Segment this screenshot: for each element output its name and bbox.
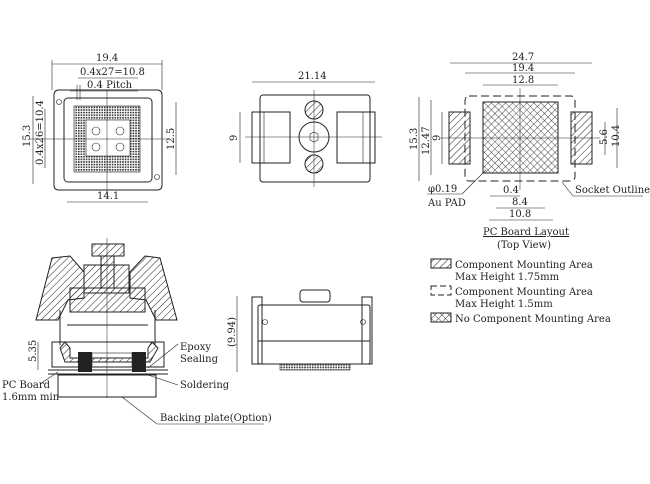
- dim-pcb-grid-height: 10.4: [611, 125, 622, 147]
- pc-board-thickness: 1.6mm min: [2, 392, 60, 403]
- dim-pcb-grid-width: 12.8: [512, 75, 534, 86]
- legend-1-line2: Max Height 1.75mm: [455, 272, 560, 283]
- pcb-layout-subtitle: (Top View): [497, 240, 551, 251]
- dim-pitch: 0.4 Pitch: [87, 80, 133, 91]
- dim-side-width: 21.14: [298, 71, 327, 82]
- dim-section-height: 5.35: [28, 340, 39, 362]
- dim-top-width: 19.4: [96, 53, 118, 64]
- soldering-label: Soldering: [180, 380, 230, 391]
- front-view: (9.94): [227, 289, 373, 372]
- dim-pcb-socket-width: 19.4: [512, 63, 534, 74]
- dim-pcb-outer-width: 24.7: [512, 52, 534, 63]
- pad-type: Au PAD: [427, 198, 466, 209]
- legend: Component Mounting Area Max Height 1.75m…: [430, 258, 611, 325]
- epoxy-label-2: Sealing: [180, 354, 219, 365]
- dim-pcb-pad-height: 9: [432, 135, 443, 141]
- pc-board-label: PC Board: [2, 380, 51, 391]
- dim-pcb-inner-height: 5.6: [599, 129, 610, 145]
- dim-inner-height: 12.5: [166, 128, 177, 150]
- backing-plate-label: Backing plate(Option): [160, 413, 272, 424]
- legend-2-line1: Component Mounting Area: [455, 287, 593, 298]
- dim-side-height: 9: [229, 135, 240, 141]
- dim-inner-width: 14.1: [97, 191, 119, 202]
- dim-top-height: 15.3: [22, 125, 33, 147]
- dim-pcb-bottom-width: 10.8: [509, 209, 531, 220]
- dim-pins-x: 0.4x27=10.8: [80, 67, 145, 78]
- epoxy-label-1: Epoxy: [180, 342, 211, 353]
- socket-outline-label: Socket Outline: [575, 185, 650, 196]
- pcb-layout-title: PC Board Layout: [483, 227, 569, 238]
- section-view: 5.35 Epoxy Sealing Soldering PC Board 1.…: [2, 238, 272, 425]
- dim-pcb-inner-width: 8.4: [512, 197, 528, 208]
- legend-hatch-swatch: [430, 258, 452, 269]
- legend-crosshatch-swatch: [430, 312, 452, 323]
- legend-dash-swatch: [430, 285, 452, 296]
- pcb-layout: 24.7 19.4 12.8 15.3 12.47 9 5.6 10.4 φ0.…: [409, 52, 650, 251]
- dim-front-height: (9.94): [227, 317, 238, 347]
- pad-diameter: φ0.19: [428, 184, 457, 195]
- no-component-area: [482, 101, 559, 174]
- side-view: 21.14 9: [229, 71, 382, 187]
- dim-pcb-mid-height: 12.47: [421, 126, 432, 155]
- dim-pcb-pitch: 0.4: [503, 185, 519, 196]
- dim-pins-y: 0.4x26=10.4: [35, 100, 46, 165]
- legend-3-line1: No Component Mounting Area: [455, 314, 611, 325]
- legend-2-line2: Max Height 1.5mm: [455, 299, 553, 310]
- top-view: 19.4 0.4x27=10.8 0.4 Pitch 15.3 0.4x26=1…: [22, 53, 177, 203]
- legend-1-line1: Component Mounting Area: [455, 260, 593, 271]
- dim-pcb-outer-height: 15.3: [409, 128, 420, 150]
